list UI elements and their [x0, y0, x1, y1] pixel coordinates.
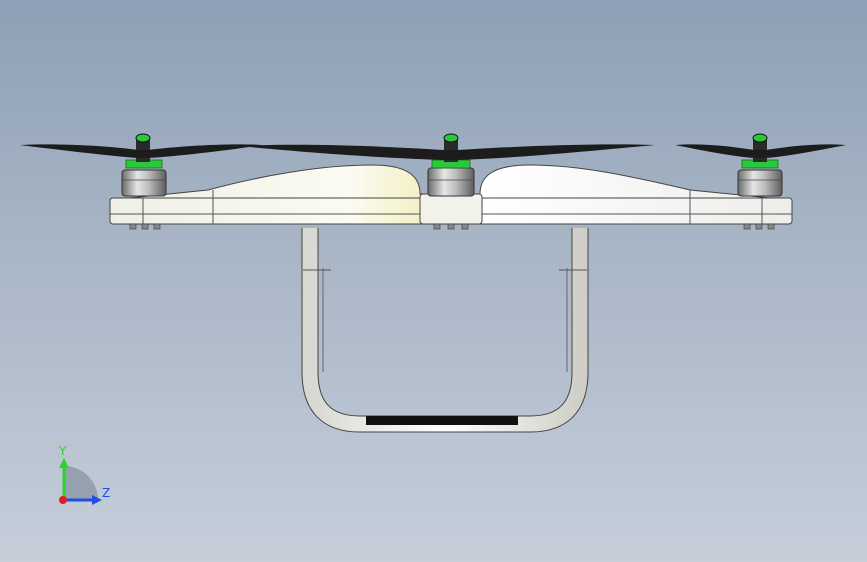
y-axis-arrowhead	[59, 458, 69, 468]
handle-grip	[366, 416, 518, 425]
carry-handle	[301, 228, 589, 433]
propeller-right	[675, 144, 846, 158]
z-axis-label: Z	[102, 486, 110, 500]
y-axis-label: Y	[58, 444, 67, 458]
motor-right	[737, 133, 783, 197]
motor-left	[121, 133, 167, 197]
drone-body	[109, 164, 793, 230]
motor-center	[427, 133, 475, 197]
propeller-center	[240, 144, 655, 160]
x-axis-dot	[59, 496, 67, 504]
z-axis-arrowhead	[92, 495, 102, 505]
triad-xy-plane	[64, 466, 98, 500]
propeller-left	[20, 144, 262, 158]
orientation-triad[interactable]: Y Z	[58, 444, 110, 505]
